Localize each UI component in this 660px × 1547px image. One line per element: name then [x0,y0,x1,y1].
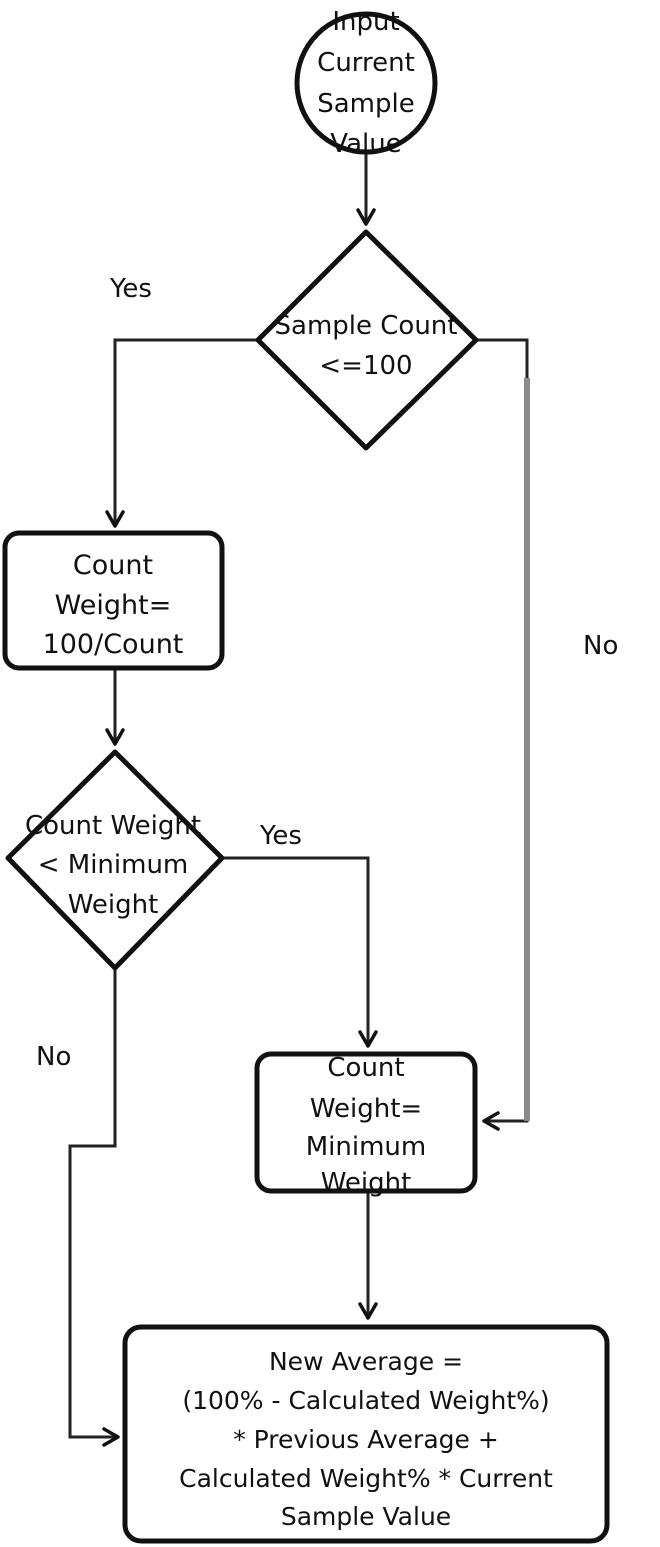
label-min-no: No [36,1042,71,1072]
decision-min-line-2: < Minimum [38,850,189,880]
average-line-5: Sample Value [281,1502,451,1531]
edge-decision-no [476,338,529,1123]
process-count-weight [2,530,225,671]
start-line-4: Value [330,129,401,159]
arrowhead [105,510,125,528]
min-weight-line-4: Weight [321,1168,412,1198]
arrowhead [358,1302,378,1320]
average-line-2: (100% - Calculated Weight%) [182,1386,549,1415]
arrowhead [358,1030,378,1048]
min-weight-line-3: Minimum [306,1132,427,1162]
start-line-3: Sample [317,89,415,119]
arrowhead [356,208,376,226]
label-min-yes: Yes [259,821,302,851]
start-line-1: Input [332,7,399,37]
process-new-average [122,1324,610,1544]
start-node [294,11,438,155]
min-weight-line-2: Weight= [310,1094,422,1124]
process-new-average-text: New Average = (100% - Calculated Weight%… [179,1347,553,1531]
average-line-4: Calculated Weight% * Current [179,1464,553,1493]
start-line-2: Current [317,48,415,78]
decision-count-line-1: Sample Count [275,311,458,341]
process-minimum-weight [254,1051,478,1194]
decision-count-line-2: <=100 [319,351,412,381]
process-minimum-weight-text: Count Weight= Minimum Weight [306,1053,427,1198]
start-node-text: Input Current Sample Value [317,7,415,159]
label-count-no: No [583,631,618,661]
decision-sample-count [255,229,479,451]
decision-minimum-weight [5,749,225,971]
edge-decision-yes [113,338,258,524]
label-count-yes: Yes [109,274,152,304]
decision-minimum-weight-text: Count Weight < Minimum Weight [25,811,201,920]
average-line-1: New Average = [269,1347,463,1376]
edge-min-no [68,968,117,1439]
min-weight-line-1: Count [327,1053,404,1083]
count-weight-line-1: Count [73,550,153,581]
count-weight-line-3: 100/Count [43,629,184,660]
arrowhead [482,1111,500,1131]
arrowhead [105,728,125,746]
arrowhead [102,1427,120,1447]
decision-min-line-1: Count Weight [25,811,201,841]
average-line-3: * Previous Average + [233,1425,499,1454]
decision-sample-count-text: Sample Count <=100 [275,311,458,381]
decision-min-line-3: Weight [68,890,159,920]
count-weight-line-2: Weight= [55,590,172,621]
edge-min-yes [222,856,370,1044]
process-count-weight-text: Count Weight= 100/Count [43,550,184,660]
